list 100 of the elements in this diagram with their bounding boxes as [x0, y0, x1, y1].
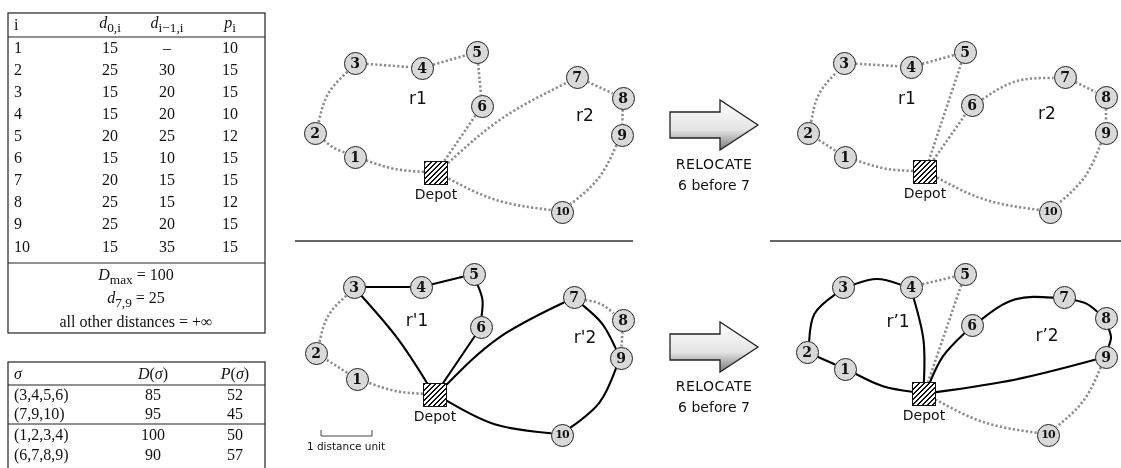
customer-node: 10: [550, 200, 574, 224]
route-line: [932, 113, 967, 161]
customer-node: 4: [899, 275, 923, 299]
route-line: [584, 298, 615, 315]
route-label: r2: [1038, 103, 1056, 123]
customer-node: 7: [565, 65, 589, 89]
route-line: [809, 71, 838, 123]
customer-node: 5: [462, 262, 486, 286]
route-line: [936, 176, 1039, 212]
route-line: [912, 297, 926, 384]
table-value: 3: [14, 83, 22, 101]
table-value: 15: [222, 83, 238, 101]
table-value: 9: [14, 215, 22, 233]
customer-node: 2: [795, 340, 819, 364]
route-line: [1107, 328, 1113, 347]
customer-node: 8: [611, 308, 635, 332]
customer-node: 8: [611, 86, 635, 110]
route-line: [980, 295, 1054, 321]
route-line: [1057, 142, 1103, 205]
route-line: [816, 355, 836, 366]
node-label: Depot: [902, 407, 946, 423]
table-value: 85: [145, 386, 161, 404]
operation-label: 6 before 7: [678, 400, 750, 416]
route-line: [323, 139, 345, 154]
table-value: 7: [14, 171, 22, 189]
route-line: [569, 367, 618, 429]
route-line: [443, 114, 477, 162]
route-label: r1: [409, 88, 427, 108]
customer-node: 7: [1052, 285, 1076, 309]
table-value: 15: [159, 171, 175, 189]
scale-label: 1 distance unit: [306, 441, 386, 453]
customer-node: 9: [610, 123, 634, 147]
route-line: [921, 53, 955, 66]
route-line: [325, 358, 348, 374]
customer-node: 10: [550, 423, 574, 447]
route-line: [360, 294, 429, 385]
customer-node: 4: [409, 275, 433, 299]
route-label: r’1: [886, 311, 910, 331]
table-value: 20: [102, 171, 118, 189]
route-line: [317, 70, 349, 123]
table-value: 30: [159, 61, 175, 79]
table-value: 25: [102, 215, 118, 233]
route-line: [808, 293, 836, 342]
customer-node: 2: [796, 121, 820, 145]
table-value: 15: [222, 149, 238, 167]
route-line: [1104, 108, 1108, 122]
route-label: r’2: [1035, 325, 1059, 345]
table-value: 10: [222, 39, 238, 57]
table-value: (1,2,3,4): [14, 426, 69, 444]
route-line: [853, 277, 901, 286]
customer-node: 10: [1038, 200, 1062, 224]
route-line: [1073, 299, 1098, 313]
customer-node: 8: [1094, 306, 1118, 330]
route-line: [364, 285, 411, 289]
customer-node: 3: [831, 275, 855, 299]
column-header: p$_{i}$: [224, 14, 236, 36]
route-line: [432, 53, 467, 67]
customer-node: 2: [303, 121, 327, 145]
table-value: 15: [222, 238, 238, 256]
route-line: [365, 159, 425, 174]
route-line: [1074, 80, 1097, 94]
customer-node: 1: [833, 145, 857, 169]
route-line: [921, 275, 955, 286]
table-value: 12: [222, 127, 238, 145]
table-value: 57: [227, 446, 243, 464]
route-line: [431, 275, 464, 286]
route-label: r2: [576, 105, 594, 125]
route-line: [935, 398, 1037, 435]
route-line: [934, 358, 1096, 394]
customer-node: 9: [1094, 121, 1118, 145]
table-value: (7,9,10): [14, 405, 65, 423]
customer-node: 6: [960, 313, 984, 337]
column-header: d$_{0,i}$: [99, 14, 121, 36]
customer-node: 6: [960, 93, 984, 117]
table-value: 15: [159, 193, 175, 211]
column-header: P(σ): [220, 365, 250, 383]
table-value: –: [163, 39, 171, 57]
customer-node: 1: [345, 367, 369, 391]
table-value: 5: [14, 127, 22, 145]
table-value: 15: [102, 105, 118, 123]
table-value: 50: [227, 426, 243, 444]
route-line: [447, 81, 568, 165]
customer-node: 9: [609, 346, 633, 370]
customer-node: 10: [1036, 423, 1060, 447]
table-value: 4: [14, 105, 22, 123]
node-label: Depot: [903, 185, 947, 201]
customer-node: 7: [1053, 65, 1077, 89]
route-line: [445, 399, 552, 435]
route-line: [929, 332, 966, 384]
column-header: d$_{i−1,i}$: [150, 14, 184, 36]
route-line: [981, 76, 1054, 101]
customer-node: 5: [953, 262, 977, 286]
table-value: 20: [102, 127, 118, 145]
constraint-text: all other distances = +∞: [59, 313, 213, 331]
table-value: 20: [159, 83, 175, 101]
table-value: 15: [102, 39, 118, 57]
route-line: [581, 303, 617, 349]
table-value: 25: [159, 127, 175, 145]
route-label: r'2: [573, 327, 597, 347]
table-value: 8: [14, 193, 22, 211]
